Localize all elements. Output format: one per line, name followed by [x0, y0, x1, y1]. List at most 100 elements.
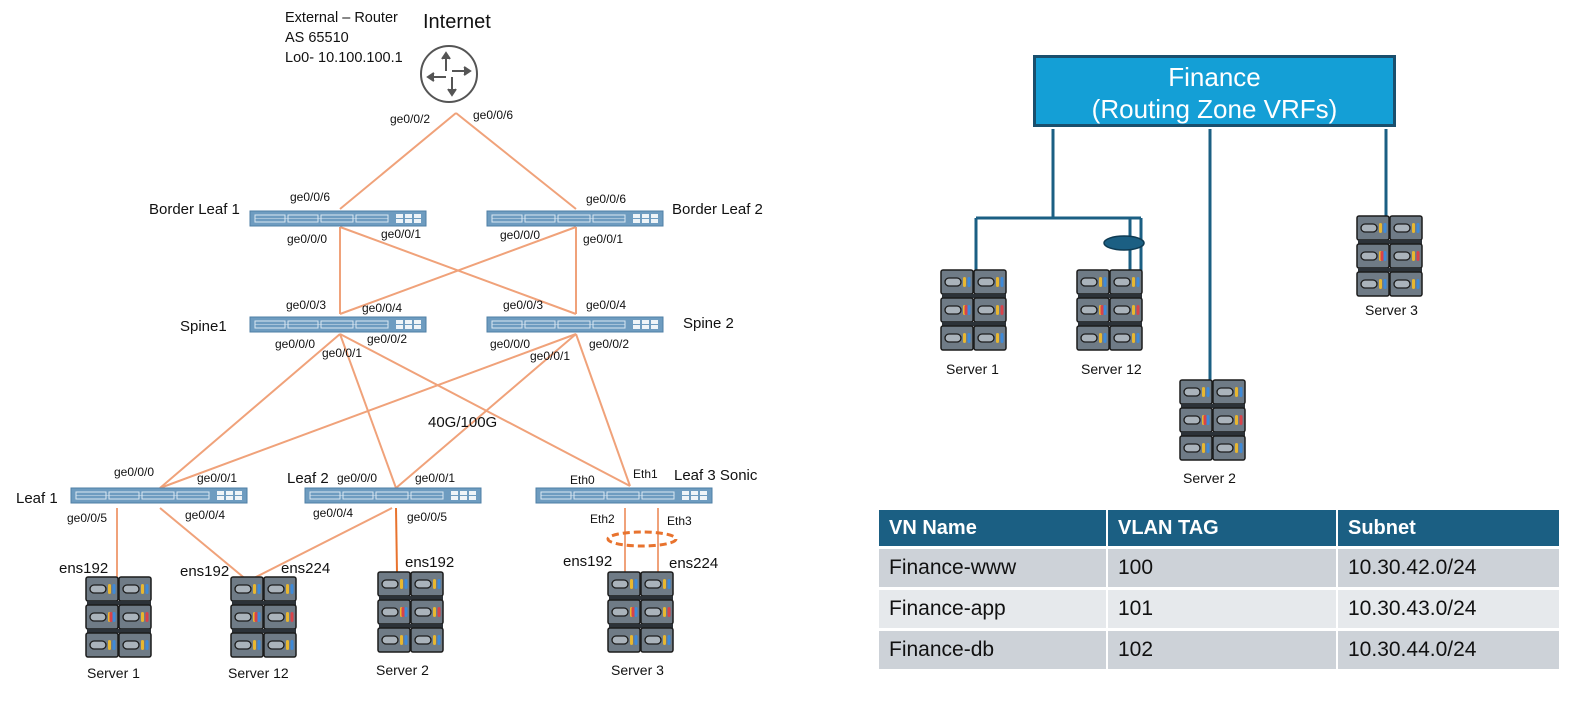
link-leaf2-server12	[247, 507, 393, 582]
port-label: ge0/0/1	[415, 471, 456, 485]
vrf-tree	[974, 129, 1388, 382]
table-cell: 10.30.44.0/24	[1337, 628, 1561, 669]
nic-label: ens192	[180, 563, 230, 580]
nic-label: ens192	[405, 554, 455, 571]
table-cell: Finance-www	[879, 546, 1108, 589]
router-port-label: ge0/0/6	[473, 108, 514, 122]
vrf-subtitle: (Routing Zone VRFs)	[1091, 94, 1338, 124]
router-icon	[420, 45, 478, 103]
port-label: Eth0	[570, 473, 595, 487]
vrf-server-3-icon	[1357, 216, 1422, 296]
spine-1-switch	[249, 316, 427, 333]
port-label: ge0/0/5	[67, 511, 108, 525]
link-spine2-leaf1	[159, 333, 577, 489]
vn-table: VN Name VLAN TAG Subnet Finance-www 100 …	[879, 510, 1561, 669]
port-label: ge0/0/1	[322, 346, 363, 360]
leaf-1-label: Leaf 1	[16, 490, 58, 507]
port-label: ge0/0/0	[114, 465, 155, 479]
column-header: VLAN TAG	[1107, 510, 1338, 548]
link-bl2-spine1	[339, 226, 577, 315]
nic-label: ens224	[669, 555, 719, 572]
table-row: Finance-db 102 10.30.44.0/24	[879, 628, 1561, 669]
leaf-3-switch	[535, 487, 713, 504]
internet-label: Internet	[423, 11, 491, 33]
server-1-label: Server 1	[87, 665, 140, 681]
column-header: VN Name	[879, 510, 1108, 548]
link-spine1-leaf1	[159, 333, 341, 489]
port-label: ge0/0/1	[583, 232, 624, 246]
vrf-server-1-icon	[941, 270, 1006, 350]
vrf-title: Finance	[1168, 62, 1261, 92]
table-cell: Finance-db	[879, 628, 1108, 669]
port-label: ge0/0/0	[337, 471, 378, 485]
external-router-loopback: Lo0- 10.100.100.1	[285, 50, 403, 66]
port-label: ge0/0/3	[503, 298, 544, 312]
port-label: ge0/0/0	[287, 232, 328, 246]
vrf-server-2-icon	[1180, 380, 1245, 460]
port-label: ge0/0/3	[286, 298, 327, 312]
table-cell: 100	[1107, 546, 1338, 589]
vrf-server-2-label: Server 2	[1183, 470, 1236, 486]
leaf-1-switch	[70, 487, 248, 504]
spine-2-switch	[486, 316, 664, 333]
port-label: ge0/0/5	[407, 510, 448, 524]
nic-label: ens192	[59, 560, 109, 577]
table-row: Finance-www 100 10.30.42.0/24	[879, 546, 1561, 589]
port-label: ge0/0/0	[500, 228, 541, 242]
table-cell: 10.30.42.0/24	[1337, 546, 1561, 589]
table-cell: Finance-app	[879, 587, 1108, 630]
vrf-server-1-label: Server 1	[946, 361, 999, 377]
leaf-2-switch	[304, 487, 482, 504]
table-header-row: VN Name VLAN TAG Subnet	[879, 510, 1561, 548]
lag-bundle	[606, 530, 678, 548]
vrf-lag-bundle	[1103, 235, 1145, 251]
server-2-icon	[378, 572, 443, 652]
table-cell: 102	[1107, 628, 1338, 669]
port-label: ge0/0/1	[381, 227, 422, 241]
column-header: Subnet	[1337, 510, 1561, 548]
port-label: ge0/0/4	[313, 506, 354, 520]
leaf-3-label: Leaf 3 Sonic	[674, 467, 758, 484]
border-leaf-1-label: Border Leaf 1	[149, 201, 240, 218]
link-spine1-leaf3	[339, 333, 631, 487]
vrf-server-12-icon	[1077, 270, 1142, 350]
table-cell: 10.30.43.0/24	[1337, 587, 1561, 630]
nic-label: ens224	[281, 560, 331, 577]
border-leaf-2-label: Border Leaf 2	[672, 201, 763, 218]
server-3-label: Server 3	[611, 662, 664, 678]
external-router-as: AS 65510	[285, 30, 349, 46]
port-label: ge0/0/2	[367, 332, 408, 346]
link-router-bl1	[339, 112, 457, 210]
port-label: ge0/0/0	[275, 337, 316, 351]
server-2-label: Server 2	[376, 662, 429, 678]
link-leaf2-server2	[395, 507, 398, 574]
port-label: ge0/0/4	[586, 298, 627, 312]
link-spine2-leaf3	[575, 333, 631, 487]
link-speed-label: 40G/100G	[428, 414, 498, 431]
border-leaf-1-switch	[249, 210, 427, 227]
server-12-label: Server 12	[228, 665, 289, 681]
link-spine2-leaf2	[395, 333, 577, 489]
port-label: ge0/0/4	[185, 508, 226, 522]
vrf-box: Finance (Routing Zone VRFs)	[1033, 55, 1396, 127]
vrf-server-12-label: Server 12	[1081, 361, 1142, 377]
leaf-2-label: Leaf 2	[287, 470, 329, 487]
port-label: Eth2	[590, 512, 615, 526]
table-cell: 101	[1107, 587, 1338, 630]
port-label: ge0/0/4	[362, 301, 403, 315]
port-label: ge0/0/1	[530, 349, 571, 363]
port-label: ge0/0/6	[586, 192, 627, 206]
port-label: ge0/0/2	[589, 337, 630, 351]
port-label: ge0/0/1	[197, 471, 238, 485]
nic-label: ens192	[563, 553, 613, 570]
link-leaf1-server12	[159, 507, 249, 582]
spine-1-label: Spine1	[180, 318, 227, 335]
port-label: Eth1	[633, 467, 658, 481]
border-leaf-2-switch	[486, 210, 664, 227]
table-row: Finance-app 101 10.30.43.0/24	[879, 587, 1561, 630]
router-port-label: ge0/0/2	[390, 112, 431, 126]
port-label: ge0/0/6	[290, 190, 331, 204]
server-1-icon	[86, 577, 151, 657]
